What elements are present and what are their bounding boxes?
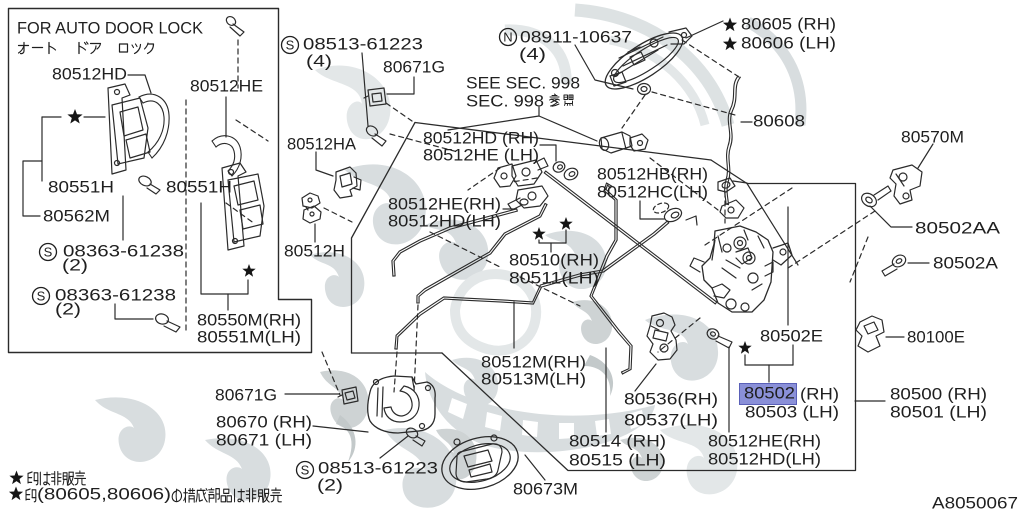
svg-text:80512HE (LH): 80512HE (LH) [423,146,539,165]
svg-text:FOR AUTO DOOR LOCK: FOR AUTO DOOR LOCK [17,19,204,38]
svg-text:SEE SEC. 998: SEE SEC. 998 [466,74,580,93]
svg-text:80502A: 80502A [933,254,999,273]
svg-text:08513-61223: 08513-61223 [318,459,438,478]
svg-text:80500 (RH): 80500 (RH) [890,385,987,404]
svg-text:80512HE(RH): 80512HE(RH) [388,195,501,214]
svg-text:80511(LH): 80511(LH) [509,269,599,288]
svg-text:80551H: 80551H [166,178,232,197]
svg-text:80512HB(RH): 80512HB(RH) [597,165,708,184]
svg-text:80606 (LH): 80606 (LH) [741,34,836,53]
svg-text:80537(LH): 80537(LH) [624,411,718,430]
svg-text:80510(RH): 80510(RH) [509,251,599,270]
svg-text:80512HD(LH): 80512HD(LH) [708,450,821,469]
svg-text:80512HA: 80512HA [287,135,357,154]
svg-text:80512HD (RH): 80512HD (RH) [423,129,539,148]
svg-text:80512HD(LH): 80512HD(LH) [388,212,501,231]
svg-text:80513M(LH): 80513M(LH) [481,370,586,389]
svg-text:80562M: 80562M [43,207,110,226]
svg-text:80551M(LH): 80551M(LH) [197,328,301,347]
svg-text:80512M(RH): 80512M(RH) [481,353,586,372]
svg-text:80551H: 80551H [48,178,114,197]
svg-text:80512HC(LH): 80512HC(LH) [597,183,708,202]
svg-text:80100E: 80100E [907,328,965,347]
svg-text:80536(RH): 80536(RH) [624,390,718,409]
svg-text:(2): (2) [317,476,343,495]
svg-text:80512HE: 80512HE [190,77,263,96]
svg-text:(RH): (RH) [800,385,839,404]
svg-text:80502E: 80502E [760,327,823,346]
svg-text:80670 (RH): 80670 (RH) [216,413,312,432]
svg-text:(4): (4) [519,45,546,64]
svg-text:(80605,80606): (80605,80606) [37,485,171,504]
svg-text:A8050067: A8050067 [932,494,1018,510]
svg-text:80570M: 80570M [901,128,964,147]
svg-text:08911-10637: 08911-10637 [520,28,632,47]
svg-text:(4): (4) [306,52,332,71]
svg-text:08363-61238: 08363-61238 [63,242,184,261]
svg-text:80515 (LH): 80515 (LH) [569,451,666,470]
svg-text:80671 (LH): 80671 (LH) [216,431,312,450]
svg-text:S: S [37,289,46,304]
svg-text:80502AA: 80502AA [915,219,1001,238]
svg-text:(2): (2) [62,256,88,275]
svg-text:80671G: 80671G [383,58,445,77]
svg-text:S: S [44,245,53,260]
svg-text:80512H: 80512H [284,242,345,261]
svg-text:80501 (LH): 80501 (LH) [890,403,987,422]
svg-text:80503 (LH): 80503 (LH) [745,403,839,422]
svg-text:80512HE(RH): 80512HE(RH) [708,432,821,451]
svg-text:80512HD: 80512HD [52,65,127,84]
svg-text:08513-61223: 08513-61223 [303,35,423,54]
svg-text:08363-61238: 08363-61238 [55,286,176,305]
svg-text:SEC. 998: SEC. 998 [466,92,544,111]
svg-text:80502: 80502 [744,384,795,403]
svg-text:80673M: 80673M [513,480,578,499]
svg-text:80550M(RH): 80550M(RH) [197,311,301,330]
svg-text:S: S [301,463,310,478]
svg-text:80671G: 80671G [215,386,277,405]
svg-text:80608: 80608 [753,112,805,131]
svg-text:N: N [503,30,512,45]
svg-text:(2): (2) [55,300,81,319]
svg-text:80514 (RH): 80514 (RH) [569,432,666,451]
svg-text:80605 (RH): 80605 (RH) [741,15,836,34]
svg-text:S: S [286,38,295,53]
